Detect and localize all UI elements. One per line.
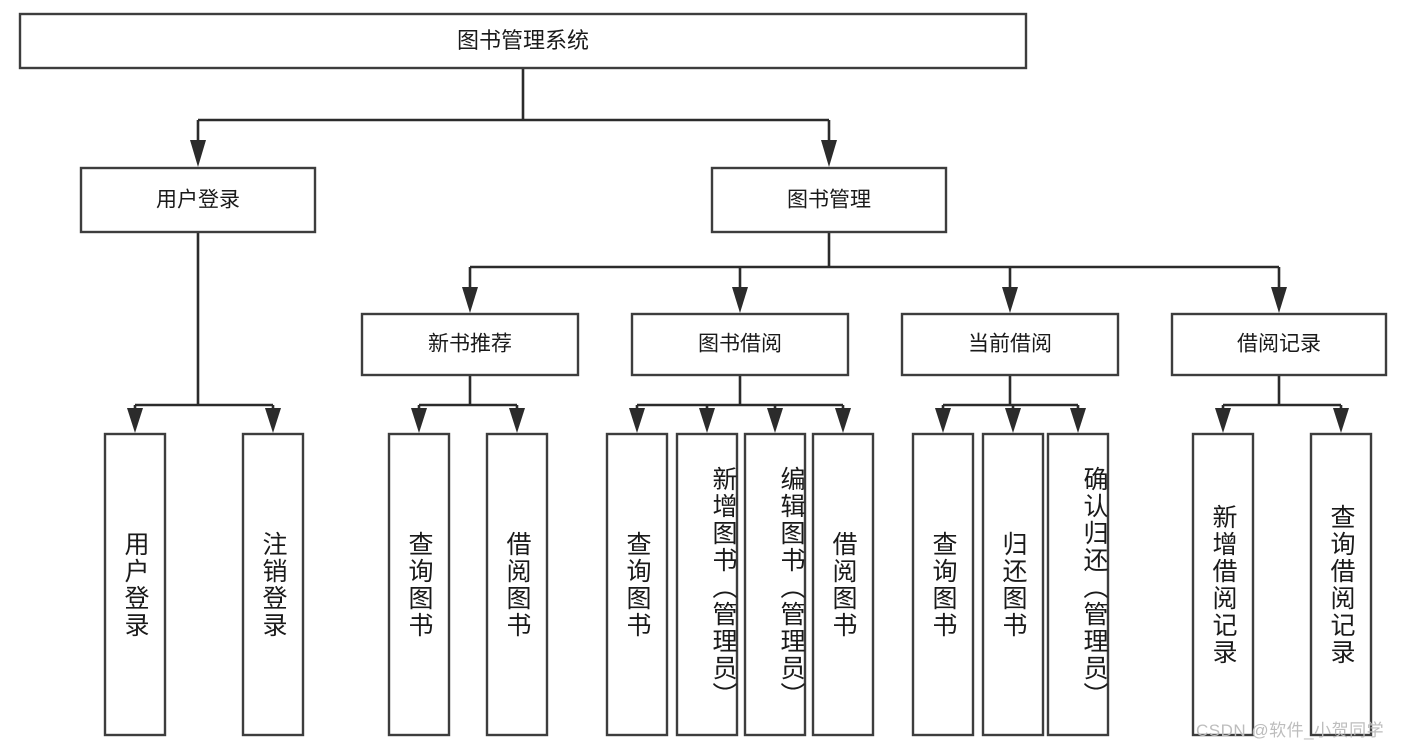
arrow-to-current-borrow [1002, 287, 1018, 313]
connector-group-user-login-to-leaves [127, 232, 281, 433]
arrow-to-leaf-query-book-rec [411, 408, 427, 433]
node-box-leaf-query-book-current[interactable] [911, 432, 975, 737]
node-label-new-book-recommend: 新书推荐 [428, 333, 512, 356]
arrow-to-book-manage [821, 140, 837, 167]
node-box-leaf-borrow-book[interactable] [811, 432, 875, 737]
node-box-leaf-borrow-book-rec[interactable] [485, 432, 549, 737]
node-box-root[interactable] [18, 12, 1028, 70]
node-box-leaf-return-book[interactable] [981, 432, 1045, 737]
node-box-leaf-add-borrow-record[interactable] [1191, 432, 1255, 737]
node-box-leaf-add-book-admin[interactable] [675, 432, 739, 737]
node-box-leaf-query-borrow-record[interactable] [1309, 432, 1373, 737]
connector-group-book-borrow-to-leaves [629, 375, 851, 433]
node-box-leaf-edit-book-admin[interactable] [743, 432, 807, 737]
node-label-root: 图书管理系统 [457, 28, 589, 53]
connector-group-root-to-level2 [190, 68, 837, 167]
arrow-to-leaf-user-login [127, 408, 143, 433]
arrow-to-leaf-confirm-return-admin [1070, 408, 1086, 433]
connector-group-new-book-recommend-to-leaves [411, 375, 525, 433]
arrow-to-leaf-return-book [1005, 408, 1021, 433]
arrow-to-leaf-query-book-current [935, 408, 951, 433]
node-label-book-manage: 图书管理 [787, 189, 871, 212]
node-box-leaf-logout-login[interactable] [241, 432, 305, 737]
arrow-to-leaf-add-book-admin [699, 408, 715, 433]
node-box-current-borrow[interactable] [900, 312, 1120, 377]
arrow-to-leaf-borrow-book-rec [509, 408, 525, 433]
node-box-borrow-record[interactable] [1170, 312, 1388, 377]
watermark-text: CSDN @软件_小贺同学 [1196, 721, 1385, 740]
arrow-to-new-book-recommend [462, 287, 478, 313]
connector-group-borrow-record-to-leaves [1215, 375, 1349, 433]
node-box-leaf-query-book-borrow[interactable] [605, 432, 669, 737]
node-label-current-borrow: 当前借阅 [968, 333, 1052, 356]
node-label-book-borrow: 图书借阅 [698, 333, 782, 356]
node-box-leaf-query-book-rec[interactable] [387, 432, 451, 737]
connector-group-book-manage-to-level3 [462, 232, 1287, 313]
arrow-to-book-borrow [732, 287, 748, 313]
node-box-leaf-user-login[interactable] [103, 432, 167, 737]
node-label-borrow-record: 借阅记录 [1237, 333, 1321, 356]
node-box-book-borrow[interactable] [630, 312, 850, 377]
arrow-to-leaf-logout-login [265, 408, 281, 433]
node-box-leaf-confirm-return-admin[interactable] [1046, 432, 1110, 737]
arrow-to-borrow-record [1271, 287, 1287, 313]
node-box-new-book-recommend[interactable] [360, 312, 580, 377]
connector-group-current-borrow-to-leaves [935, 375, 1086, 433]
arrow-to-leaf-add-borrow-record [1215, 408, 1231, 433]
arrow-to-leaf-query-book-borrow [629, 408, 645, 433]
arrow-to-leaf-edit-book-admin [767, 408, 783, 433]
arrow-to-leaf-borrow-book [835, 408, 851, 433]
arrow-to-leaf-query-borrow-record [1333, 408, 1349, 433]
node-box-book-manage[interactable] [710, 166, 948, 234]
arrow-to-user-login [190, 140, 206, 167]
node-box-user-login[interactable] [79, 166, 317, 234]
node-label-user-login: 用户登录 [156, 189, 240, 212]
